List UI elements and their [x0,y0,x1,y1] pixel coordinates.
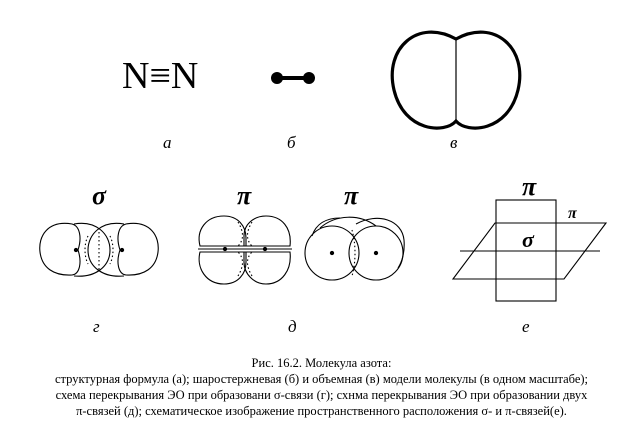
panel-label-e: е [522,317,530,336]
panel-label-b: б [287,133,296,152]
ball-and-stick-model [271,72,315,84]
panel-label-v: в [450,133,458,152]
pi-symbol-e-top: π [522,172,537,201]
sigma-symbol-g: σ [92,181,107,210]
structural-formula: N≡N [122,55,199,97]
sigma-overlap-scheme [39,222,159,277]
spatial-arrangement-scheme [451,199,608,302]
pi-overlap-side-view [198,215,292,285]
caption-line-3: схема перекрывания ЭО при образовани σ-с… [55,388,588,402]
pi-symbol-d-right: π [344,181,359,210]
pi-symbol-e-side: π [568,205,577,222]
sigma-symbol-e: σ [522,227,534,252]
caption-line-4: π-связей (д); схематическое изображение … [76,404,567,418]
space-filling-model [390,30,522,130]
pi-horizontal-plane [451,222,608,280]
panel-label-g: г [93,317,100,336]
caption-title: Рис. 16.2. Молекула азота: [251,356,392,370]
caption-line-2: структурная формула (а); шаростержневая … [54,372,589,386]
panel-label-a: а [163,133,172,152]
pi-overlap-end-view [304,216,405,281]
pi-symbol-d-left: π [237,181,252,210]
panel-label-d: д [288,317,297,336]
